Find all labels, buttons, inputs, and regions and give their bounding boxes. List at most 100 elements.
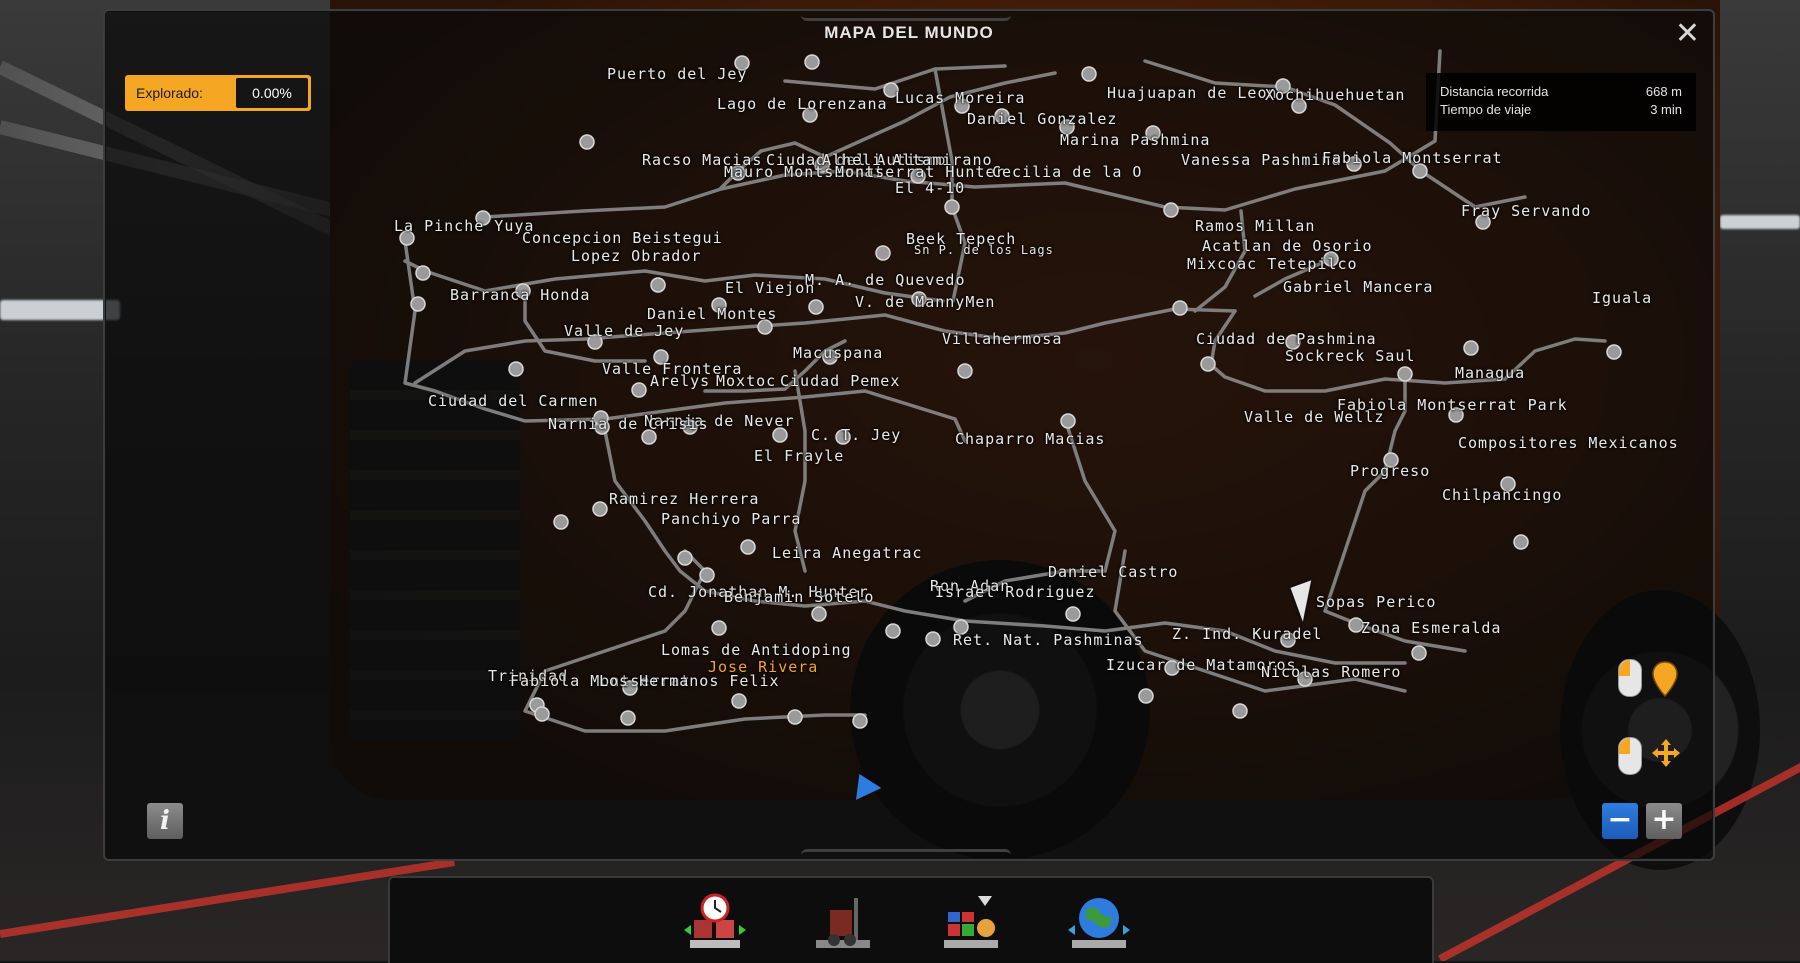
city-node[interactable] [734,55,750,71]
tool-forklift[interactable] [810,890,876,956]
city-node[interactable] [757,319,773,335]
city-node[interactable] [814,157,830,173]
city-node[interactable] [731,693,747,709]
city-node[interactable] [1065,606,1081,622]
city-node[interactable] [1323,251,1339,267]
city-node[interactable] [711,297,727,313]
city-node[interactable] [1138,688,1154,704]
tool-cargo-market[interactable] [938,890,1004,956]
city-node[interactable] [1275,78,1291,94]
city-node[interactable] [787,709,803,725]
city-node[interactable] [883,82,899,98]
city-node[interactable] [1463,340,1479,356]
city-node[interactable] [1397,366,1413,382]
city-node[interactable] [587,334,603,350]
city-node[interactable] [740,539,756,555]
city-node[interactable] [1280,632,1296,648]
city-node[interactable] [553,514,569,530]
city-node[interactable] [534,706,550,722]
city-node[interactable] [1383,452,1399,468]
city-node[interactable] [885,623,901,639]
city-node[interactable] [1513,534,1529,550]
city-node[interactable] [1412,163,1428,179]
tool-world-map[interactable] [1066,890,1132,956]
city-node[interactable] [911,291,927,307]
city-node[interactable] [1348,617,1364,633]
city-node[interactable] [592,501,608,517]
city-node[interactable] [1172,300,1188,316]
city-label: Mauro Montserrat [724,163,885,181]
city-node[interactable] [802,107,818,123]
city-node[interactable] [410,296,426,312]
city-node[interactable] [399,230,415,246]
city-node[interactable] [593,410,609,426]
city-node[interactable] [653,349,669,365]
city-node[interactable] [1291,98,1307,114]
city-node[interactable] [811,606,827,622]
city-node[interactable] [953,619,969,635]
city-node[interactable] [1145,125,1161,141]
city-node[interactable] [1297,671,1313,687]
city-node[interactable] [1448,407,1464,423]
zoom-out-button[interactable]: − [1602,803,1638,839]
city-node[interactable] [925,631,941,647]
city-node[interactable] [641,429,657,445]
city-node[interactable] [772,427,788,443]
city-node[interactable] [852,713,868,729]
city-node[interactable] [804,54,820,70]
city-label: Narnia de Crisis [548,415,709,433]
city-node[interactable] [1500,476,1516,492]
city-node[interactable] [730,165,746,181]
city-node[interactable] [822,349,838,365]
city-node[interactable] [1346,156,1362,172]
zoom-in-button[interactable]: + [1646,803,1682,839]
city-node[interactable] [1606,344,1622,360]
city-node[interactable] [1285,334,1301,350]
city-node[interactable] [910,168,926,184]
city-node[interactable] [620,710,636,726]
city-node[interactable] [1200,356,1216,372]
city-node[interactable] [508,361,524,377]
city-node[interactable] [944,199,960,215]
city-node[interactable] [954,98,970,114]
city-label: Nicolas Romero [1261,663,1402,681]
city-node[interactable] [1163,202,1179,218]
city-node[interactable] [650,277,666,293]
city-node[interactable] [1411,645,1427,661]
city-node[interactable] [711,620,727,636]
city-label: Montserrat Hunter [835,163,1006,181]
road-network[interactable] [105,11,1713,859]
city-node[interactable] [808,299,824,315]
city-node[interactable] [875,245,891,261]
city-label: Panchiyo Parra [661,510,802,528]
city-node[interactable] [1475,214,1491,230]
city-node[interactable] [699,567,715,583]
info-button[interactable]: i [147,803,183,839]
city-node[interactable] [1164,660,1180,676]
road [523,289,647,363]
city-node[interactable] [622,680,638,696]
close-icon[interactable]: ✕ [1674,16,1700,51]
tool-delivery[interactable] [682,890,748,956]
city-node[interactable] [1059,119,1075,135]
city-node[interactable] [994,108,1010,124]
road [1193,209,1333,313]
city-node[interactable] [631,382,647,398]
map-pin-icon [1652,661,1678,703]
city-node[interactable] [415,265,431,281]
city-label: Vanessa Pashmina [1181,151,1342,169]
city-node[interactable] [1060,413,1076,429]
city-node[interactable] [579,134,595,150]
city-node[interactable] [515,283,531,299]
city-label: Ciudad Pemex [780,372,901,390]
city-label: V. de MannyMen [855,293,996,311]
city-label: El Viejon [725,279,816,297]
city-node[interactable] [1232,703,1248,719]
city-node[interactable] [677,550,693,566]
city-label: Leira Anegatrac [772,544,923,562]
city-node[interactable] [957,363,973,379]
city-node[interactable] [682,419,698,435]
city-node[interactable] [1081,66,1097,82]
city-node[interactable] [835,429,851,445]
city-node[interactable] [475,210,491,226]
